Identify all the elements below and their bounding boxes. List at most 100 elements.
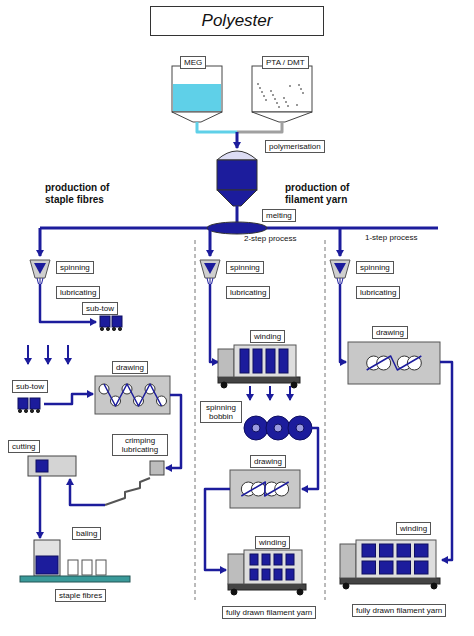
spinneret	[200, 260, 220, 278]
winder-frame	[356, 540, 436, 578]
powder-dot	[276, 102, 278, 104]
can-wheel	[112, 327, 115, 330]
spinning-bobbin	[244, 416, 268, 440]
powder-dot	[272, 94, 274, 96]
can-wheel	[24, 409, 27, 412]
winder-base	[340, 578, 440, 584]
label-text: PTA / DMT	[266, 58, 305, 67]
column-separator	[325, 240, 326, 600]
label-text: melting	[266, 211, 292, 220]
process-label: melting	[262, 209, 296, 222]
process-label: spinning	[56, 261, 94, 274]
baler-frame	[34, 540, 60, 576]
feed-pipe	[197, 122, 237, 132]
flow-line	[39, 476, 42, 538]
label-text: baling	[76, 529, 97, 538]
feed-arrow	[249, 386, 251, 400]
yarn-package	[286, 554, 294, 565]
winder-wheel	[291, 382, 297, 388]
yarn-package	[380, 544, 394, 557]
process-note: 1-step process	[365, 233, 417, 242]
yarn-package	[250, 554, 258, 565]
filament	[37, 278, 39, 284]
label-text: crimping lubricating	[116, 436, 164, 454]
winder-wheel	[297, 589, 303, 595]
flow-line	[339, 228, 342, 256]
process-label: drawing	[250, 455, 286, 468]
flow-line	[205, 489, 230, 570]
yarn-package	[240, 349, 249, 373]
powder-dot	[257, 83, 259, 85]
crimper	[150, 461, 164, 475]
winder-head	[340, 544, 356, 578]
column-separator	[195, 240, 196, 600]
meg-tank	[172, 66, 222, 112]
melter	[207, 222, 267, 234]
yarn-package	[397, 561, 411, 574]
label-text: spinning	[230, 263, 260, 272]
bobbin-core	[274, 424, 282, 432]
flow-line	[236, 206, 239, 224]
bale	[96, 560, 106, 575]
yarn-package	[286, 569, 294, 580]
tow-can	[100, 316, 110, 327]
powder-dot	[278, 106, 280, 108]
yarn-package	[266, 349, 275, 373]
process-label: spinning	[226, 261, 264, 274]
label-text: staple fibres	[59, 591, 102, 600]
filament	[42, 278, 44, 284]
powder-dot	[274, 98, 276, 100]
label-text: spinning	[360, 263, 390, 272]
flow-line	[209, 228, 212, 256]
can-wheel	[118, 327, 121, 330]
vessel-cone	[217, 190, 257, 206]
winder-wheel	[221, 382, 227, 388]
process-label: polymerisation	[265, 140, 325, 153]
can-wheel	[36, 409, 39, 412]
flow-line	[440, 362, 452, 560]
flow-line	[166, 395, 181, 468]
powder-dot	[270, 90, 272, 92]
cutter-head	[36, 460, 48, 472]
yarn-package	[253, 349, 262, 373]
label-text: cutting	[12, 442, 36, 451]
powder-dot	[285, 101, 287, 103]
can-wheel	[100, 327, 103, 330]
meg-liquid	[173, 84, 221, 111]
process-label: crimping lubricating	[112, 434, 168, 456]
feed-arrow	[27, 345, 29, 364]
label-text: lubricating	[60, 288, 96, 297]
tow-can	[30, 398, 40, 409]
feed-arrow	[289, 386, 291, 400]
process-label: lubricating	[56, 286, 100, 299]
yarn-package	[274, 554, 282, 565]
yarn-package	[380, 561, 394, 574]
filament	[207, 278, 209, 284]
tow-can	[18, 398, 28, 409]
tank-bottom	[252, 112, 312, 122]
spinneret-melt	[204, 263, 216, 274]
powder-dot	[259, 87, 261, 89]
flow-line	[340, 284, 346, 362]
process-label: cutting	[8, 440, 40, 453]
flow-line	[210, 284, 218, 362]
label-text: sub-tow	[86, 304, 114, 313]
process-label: spinning bobbin	[200, 401, 242, 423]
yarn-package	[279, 349, 288, 373]
baling-table	[20, 576, 130, 582]
flow-line	[302, 428, 318, 489]
drawing-machine	[348, 342, 440, 384]
label-text: fully drawn filament yarn	[226, 608, 312, 617]
powder-dot	[298, 84, 300, 86]
bale	[68, 560, 78, 575]
powder-dot	[289, 85, 291, 87]
yarn-package	[397, 544, 411, 557]
yarn-package	[415, 544, 429, 557]
filament	[212, 278, 214, 284]
label-text: spinning bobbin	[204, 403, 238, 421]
feed-arrow	[67, 345, 69, 364]
label-text: sub-tow	[16, 382, 44, 391]
process-label: lubricating	[226, 286, 270, 299]
process-label: fully drawn filament yarn	[352, 604, 446, 617]
